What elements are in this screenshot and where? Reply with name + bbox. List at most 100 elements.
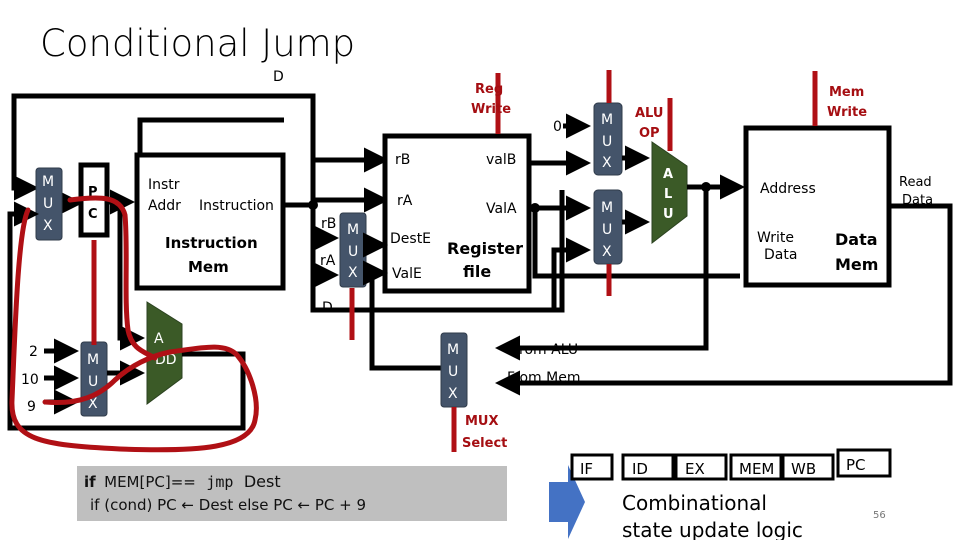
pc-input-10: 10: [21, 372, 39, 388]
alu-mux-b-u: U: [602, 222, 612, 238]
destmux-in-ra: rA: [320, 253, 336, 269]
code-box: [77, 466, 507, 521]
pc-mux-u: U: [43, 196, 53, 212]
wb-mux-m: M: [447, 342, 459, 358]
deste-mux-u: U: [348, 244, 358, 260]
pc-input-2: 2: [29, 344, 38, 360]
pc-label-c: C: [88, 207, 98, 222]
alu-u: U: [663, 207, 674, 222]
inc-mux-m: M: [87, 352, 99, 368]
alu-op-label-2: OP: [639, 126, 660, 141]
deste-mux-m: M: [347, 222, 359, 238]
red-annotation-loop: [9, 207, 259, 453]
reg-out-vala: ValA: [486, 201, 517, 217]
reg-in-vale: ValE: [392, 266, 422, 282]
reg-in-deste: DestE: [390, 231, 431, 247]
destmux-in-rb: rB: [321, 216, 336, 232]
data-mem-address: Address: [760, 181, 816, 197]
reg-in-ra: rA: [397, 193, 413, 209]
reg-in-rb: rB: [395, 152, 410, 168]
mux-select-label-1: MUX: [465, 414, 499, 429]
right-arrow-icon: [549, 465, 585, 539]
stage-box-ex: [674, 453, 728, 481]
caption-line-1: Combinational: [622, 491, 767, 515]
page-number: 56: [873, 510, 886, 521]
instruction-mem-box: [134, 152, 286, 291]
red-annotation-path: [67, 195, 158, 361]
alu-mux-b-m: M: [601, 200, 613, 216]
stage-if: IF: [580, 460, 593, 478]
d-label-mid: D: [322, 300, 333, 316]
alu: [651, 141, 688, 245]
alu-mux-a-u: U: [602, 134, 612, 150]
slide-title: Conditional Jump: [40, 22, 355, 65]
register-file-name-2: file: [463, 262, 491, 281]
alu-mux-b-x: X: [602, 244, 612, 260]
wire-from-mem: [495, 203, 953, 396]
alu-l: L: [664, 187, 672, 202]
data-mem-write-data-1: Write: [757, 230, 794, 246]
instruction-mem-name-2: Mem: [188, 258, 229, 276]
wire-vala-to-mem: [532, 208, 740, 279]
pc-input-9: 9: [27, 399, 36, 415]
reg-write-label-2: Write: [471, 102, 511, 117]
caption-line-2: state update logic: [622, 518, 803, 540]
data-mem-name-2: Mem: [835, 255, 878, 274]
pc-mux-x: X: [43, 218, 53, 234]
alu-op-label-1: ALU: [635, 106, 663, 121]
stage-box-if: [570, 453, 614, 481]
stage-wb: WB: [791, 460, 816, 478]
pipeline-stages: IF ID EX MEM WB PC: [570, 448, 892, 481]
instr-addr-label-2: Addr: [148, 198, 181, 214]
wire-d-feedback: [11, 93, 316, 235]
alu-mux-a-x: X: [602, 155, 612, 171]
deste-mux-x: X: [348, 265, 358, 281]
stage-box-pc: [836, 448, 892, 478]
d-label-top: D: [273, 69, 284, 85]
alu-mux-a-m: M: [601, 112, 613, 128]
inc-mux-x: X: [88, 396, 98, 412]
pc-label-p: P: [88, 185, 98, 200]
read-data-label-1: Read: [899, 175, 932, 190]
reg-out-valb: valB: [486, 152, 516, 168]
adder-label-a: A: [154, 331, 164, 347]
code-dest: Dest: [244, 472, 281, 491]
instruction-mem-name-1: Instruction: [165, 234, 258, 252]
wire-pc-to-adder: [117, 203, 145, 351]
from-mem-label: From Mem: [507, 370, 580, 386]
stage-box-wb: [781, 453, 835, 481]
stage-box-id: [621, 453, 675, 481]
code-if: if: [84, 473, 96, 491]
stage-box-mem: [729, 453, 783, 481]
code-mem-pc: MEM[PC]==: [104, 473, 196, 491]
wb-mux-u: U: [448, 364, 458, 380]
data-mem-write-data-2: Data: [764, 247, 797, 263]
wire-d-to-mux: [551, 237, 591, 310]
data-mem-name-1: Data: [835, 230, 878, 249]
stage-mem: MEM: [739, 460, 774, 478]
inc-mux-u: U: [88, 374, 98, 390]
instr-addr-label-1: Instr: [148, 177, 180, 193]
instruction-out-label: Instruction: [199, 198, 274, 214]
from-alu-label: From ALU: [512, 342, 578, 358]
stage-id: ID: [632, 460, 648, 478]
mem-write-label-2: Write: [827, 105, 867, 120]
code-jmp: jmp: [206, 473, 233, 491]
register-file-name-1: Register: [447, 239, 523, 258]
wire-vale: [363, 260, 441, 371]
wire-from-alu: [495, 187, 709, 361]
alu-a: A: [663, 167, 673, 182]
reg-write-label-1: Reg: [475, 82, 503, 97]
mem-write-label-1: Mem: [829, 85, 864, 100]
wb-mux-x: X: [448, 386, 458, 402]
code-line-2: if (cond) PC ← Dest else PC ← PC + 9: [90, 496, 366, 514]
data-mem-box: [743, 125, 892, 288]
code-line-1: if MEM[PC]== jmp Dest: [84, 472, 281, 491]
stage-ex: EX: [685, 460, 705, 478]
zero-label: 0: [553, 119, 562, 135]
register-file-box: [382, 133, 532, 294]
mux-select-label-2: Select: [462, 436, 507, 451]
pc-mux-m: M: [42, 174, 54, 190]
stage-pc: PC: [846, 456, 866, 474]
